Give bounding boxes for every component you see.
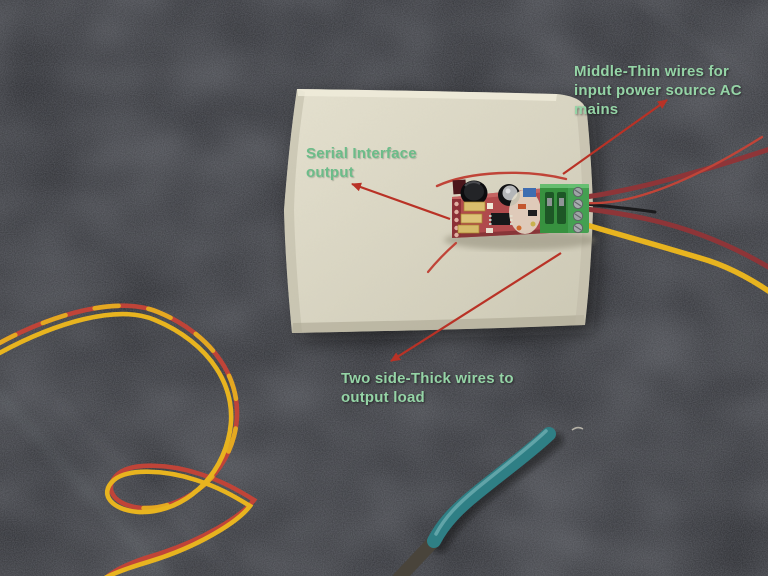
thick-red-wire-bottom: [583, 206, 768, 270]
twisted-wire-pair: [0, 303, 258, 576]
twisted-wire-yellow-twist: [0, 303, 240, 511]
annotation-line: output load: [341, 389, 425, 406]
thick-red-wire-top: [583, 147, 768, 200]
yellow-components: [457, 201, 493, 234]
arrow-serial-interface: [351, 182, 451, 221]
lint-speck: [571, 426, 584, 431]
flux-area: [509, 188, 541, 234]
terminal-block: [540, 184, 589, 234]
teal-cable-tip: [392, 534, 441, 576]
annotation-line: Serial Interface: [306, 145, 417, 162]
thin-red-wire-below-board: [426, 241, 458, 274]
teal-cable: [392, 427, 564, 576]
annotation-serial-interface-output: Serial Interface output: [306, 144, 417, 182]
electrolytic-capacitor-large: [460, 180, 488, 206]
ic-chip: [489, 213, 513, 225]
arrow-output-load: [390, 252, 562, 362]
thin-red-input-wire: [583, 135, 764, 205]
thin-red-wire-on-foam: [435, 171, 568, 188]
output-and-input-wires: [580, 135, 768, 294]
terminal-slot: [557, 192, 566, 224]
annotation-line: mains: [574, 101, 619, 118]
terminal-screws: [572, 186, 584, 234]
blue-component: [523, 188, 536, 197]
annotation-line: output: [306, 164, 354, 181]
yellow-output-wire: [580, 221, 768, 294]
annotation-line: Two side-Thick wires to: [341, 370, 514, 387]
annotation-ac-mains-input: Middle-Thin wires for input power source…: [574, 62, 742, 119]
black-wire: [584, 202, 657, 214]
pcb-board: [452, 179, 589, 238]
arrow-ac-mains: [562, 99, 668, 175]
annotation-output-load: Two side-Thick wires to output load: [341, 369, 514, 407]
annotation-line: input power source AC: [574, 82, 742, 99]
terminal-slot: [545, 192, 554, 224]
serial-header-pins: [452, 199, 461, 238]
twisted-wire-yellow: [0, 311, 254, 576]
annotation-line: Middle-Thin wires for: [574, 63, 730, 80]
annotation-arrows: [351, 99, 668, 362]
